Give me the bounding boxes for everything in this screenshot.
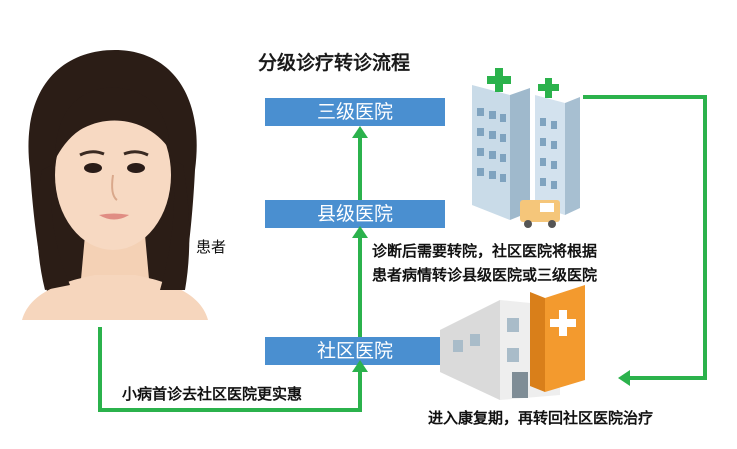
county-hospital-box: 县级医院 xyxy=(265,200,445,228)
diagram-title: 分级诊疗转诊流程 xyxy=(258,52,411,74)
patient-illustration xyxy=(22,50,208,320)
tertiary-hospital-illustration xyxy=(472,68,580,228)
rehab-note: 进入康复期，再转回社区医院治疗 xyxy=(428,409,654,427)
community-hospital-illustration xyxy=(440,285,585,400)
flow-arrows xyxy=(98,95,707,412)
tertiary-hospital-box: 三级医院 xyxy=(265,98,445,126)
referral-note-line-1: 诊断后需要转院，社区医院将根据 xyxy=(372,242,598,260)
first-visit-note: 小病首诊去社区医院更实惠 xyxy=(122,385,303,403)
patient-label: 患者 xyxy=(196,238,227,256)
community-hospital-box: 社区医院 xyxy=(265,337,445,365)
referral-note-line-2: 患者病情转诊县级医院或三级医院 xyxy=(372,266,598,284)
arrow-heads xyxy=(352,126,630,386)
